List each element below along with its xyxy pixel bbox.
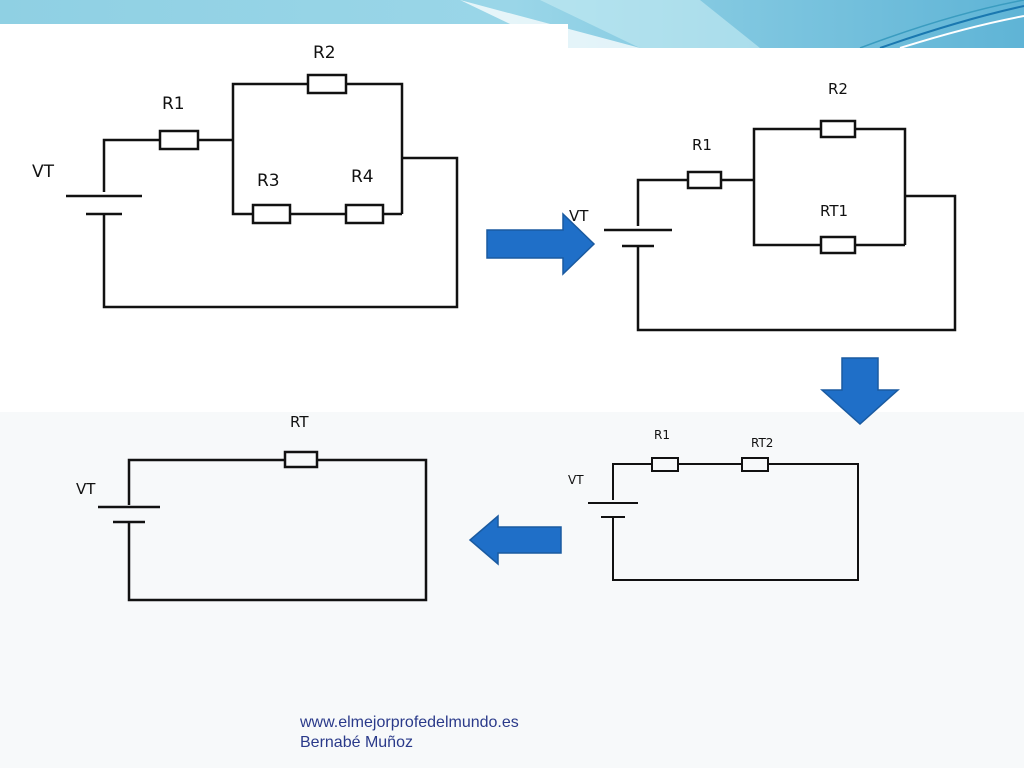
resistor-label: RT	[290, 413, 309, 431]
header-decoration	[0, 0, 1024, 48]
resistor-r2	[819, 119, 857, 139]
circuit-2	[604, 119, 957, 332]
resistor-r1	[651, 457, 679, 472]
circuit-4	[98, 450, 428, 602]
resistor-label: RT2	[751, 436, 773, 450]
circuit-4-wire	[127, 458, 428, 602]
circuit-4-labels: VT RT	[76, 413, 309, 498]
resistor-label: R2	[313, 43, 336, 63]
resistor-r2	[306, 73, 348, 95]
footer-credits: www.elmejorprofedelmundo.es Bernabé Muño…	[300, 713, 519, 753]
source-label: VT	[76, 480, 96, 498]
source-label: VT	[569, 207, 589, 225]
down-arrow-icon	[820, 357, 900, 426]
circuit-1-wire	[346, 82, 404, 214]
resistor-label: R3	[257, 171, 280, 191]
circuit-3-labels: VT R1 RT2	[568, 428, 773, 487]
circuit-1-wire	[102, 138, 160, 192]
lower-panel-background	[0, 412, 1024, 768]
resistor-rt1	[819, 235, 857, 255]
circuit-1-wire	[231, 140, 253, 216]
resistor-r4	[344, 203, 385, 225]
resistor-label: R4	[351, 167, 374, 187]
resistor-r1	[686, 170, 723, 190]
left-arrow-icon	[468, 514, 562, 566]
circuit-3	[588, 457, 859, 581]
circuit-2-wire	[636, 194, 957, 332]
resistor-label: R1	[162, 94, 185, 114]
circuit-2-wire	[752, 127, 821, 180]
resistor-rt	[283, 450, 319, 469]
right-arrow-icon	[486, 212, 596, 276]
circuit-2-labels: VT R1 R2 RT1	[569, 80, 848, 225]
circuit-2-wire	[636, 178, 688, 226]
circuit-3-wire	[612, 463, 652, 500]
source-label: VT	[32, 162, 55, 182]
circuit-2-wire	[752, 180, 821, 247]
author-name: Bernabé Muñoz	[300, 734, 413, 751]
circuit-3-wire	[612, 463, 859, 581]
resistor-label: R1	[692, 136, 712, 154]
circuit-1-wire	[231, 82, 308, 140]
website-link[interactable]: www.elmejorprofedelmundo.es	[300, 714, 519, 731]
resistor-r3	[251, 203, 292, 225]
resistor-label: RT1	[820, 202, 848, 220]
resistor-r1	[158, 129, 200, 151]
resistor-rt2	[741, 457, 769, 472]
circuit-4-wire	[127, 458, 285, 505]
source-label: VT	[568, 473, 584, 487]
circuit-1-wire	[102, 156, 459, 309]
circuit-1-labels: VT R1 R2 R3 R4	[32, 43, 374, 191]
resistor-label: R1	[654, 428, 670, 442]
circuit-1	[66, 73, 459, 309]
resistor-label: R2	[828, 80, 848, 98]
circuit-2-wire	[855, 127, 907, 245]
